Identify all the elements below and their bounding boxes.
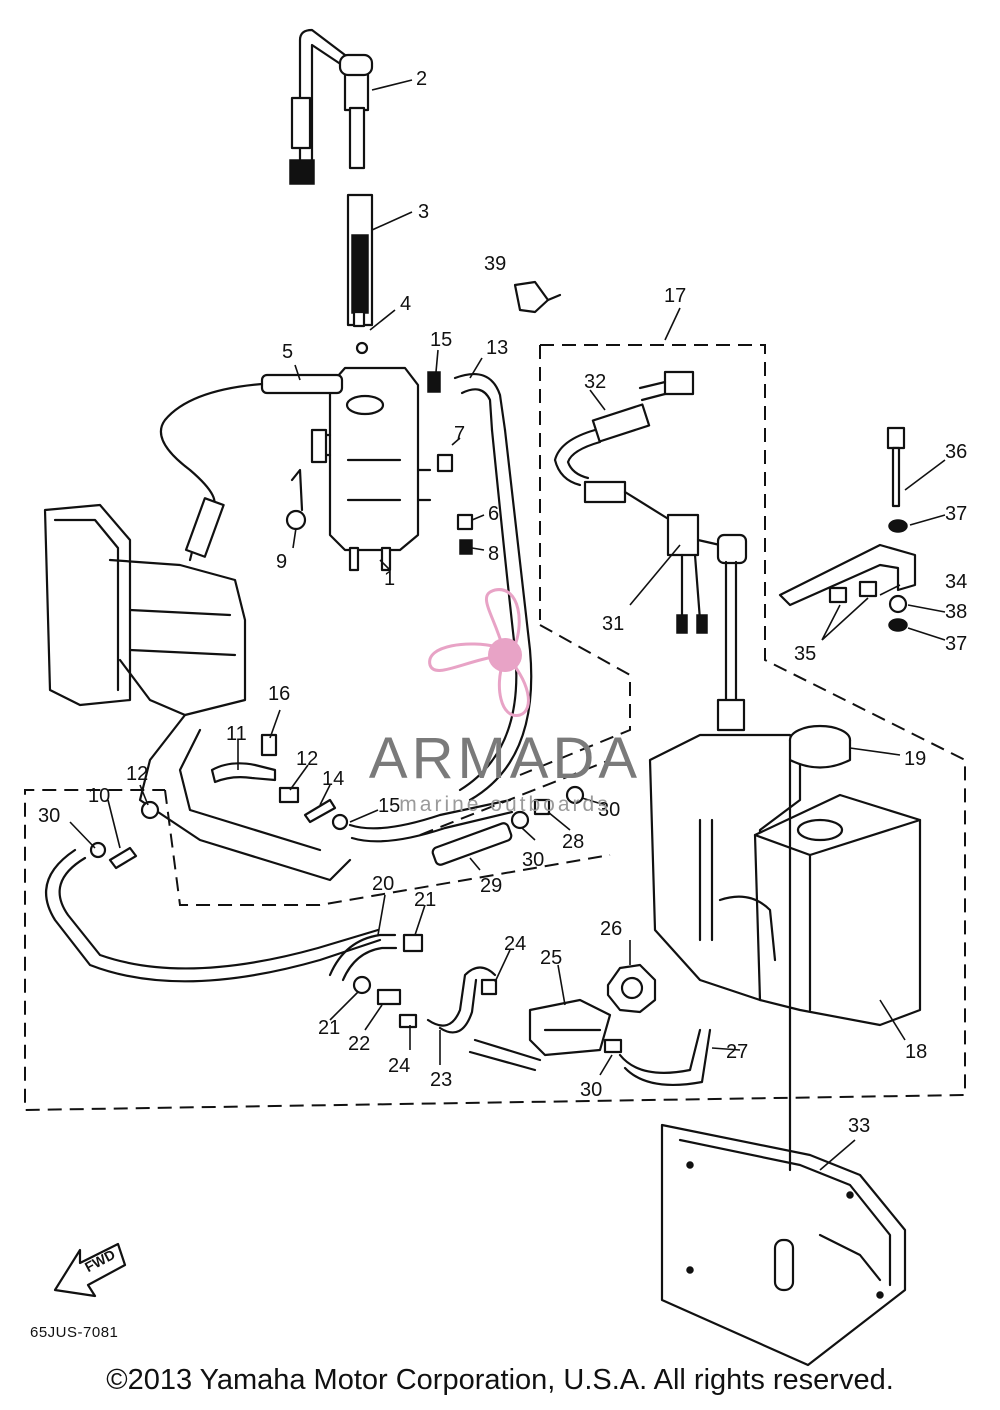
callout: 17 [664,285,686,307]
dashed-group-outlines [24,344,966,1112]
watermark-tagline: marine outboards [399,793,611,816]
callout: 18 [905,1041,927,1063]
callout: 12 [126,763,148,785]
callout: 34 [945,571,967,593]
propeller-icon [428,588,530,717]
callout: 10 [88,785,110,807]
callout: 29 [480,875,502,897]
callout: 1 [384,568,395,590]
callout: 11 [226,723,247,745]
callout: 33 [848,1115,870,1137]
callout: 15 [430,329,452,351]
callout: 30 [522,849,544,871]
callout: 39 [484,253,506,275]
callout: 30 [580,1079,602,1101]
callout: 21 [318,1017,340,1039]
callout: 3 [418,201,429,223]
oil-level-sensor [289,28,374,185]
watermark-logo: ARMADA marine outboards [345,585,665,825]
callout: 8 [488,543,499,565]
fittings-and-clips [89,371,585,870]
callout: 36 [945,441,967,463]
mounting-bracket [660,758,907,1367]
tank-bracket-hardware [778,426,917,632]
callout: 32 [584,371,606,393]
callout: 4 [400,293,411,315]
oil-strainer [346,193,374,328]
callout: 16 [268,683,290,705]
level-gauge-harness [553,370,749,775]
leader-lines [69,79,946,1171]
callout: 27 [726,1041,748,1063]
callout: 37 [945,633,967,655]
main-oil-tank [648,724,922,1027]
drawing-code: 65JUS-7081 [30,1324,119,1341]
callout: 22 [348,1033,370,1055]
callout: 38 [945,601,967,623]
callout-numbers: 1 2 3 4 5 6 7 8 9 10 11 12 12 13 14 15 1… [38,68,967,1137]
pump-assembly [328,933,712,1087]
callout: 20 [372,873,394,895]
callout: 25 [540,947,562,969]
grommet [513,280,562,314]
callout: 12 [296,748,318,770]
callout: 15 [378,795,400,817]
sub-oil-tank [310,341,432,572]
callout: 28 [562,831,584,853]
forward-direction-arrow [53,1242,127,1298]
callout: 23 [430,1069,452,1091]
callout: 30 [38,805,60,827]
callout: 24 [504,933,526,955]
callout: 2 [416,68,427,90]
callout: 14 [322,768,344,790]
callout: 6 [488,503,499,525]
callout: 19 [904,748,926,770]
callout: 9 [276,551,287,573]
callout: 7 [454,423,465,445]
callout: 5 [282,341,293,363]
callout: 35 [794,643,816,665]
cowling-bracket [43,503,352,882]
copyright-notice: ©2013 Yamaha Motor Corporation, U.S.A. A… [106,1364,894,1396]
callout: 30 [598,799,620,821]
watermark-name: ARMADA [368,726,642,791]
callout: 24 [388,1055,410,1077]
callout: 21 [414,889,436,911]
callout: 13 [486,337,508,359]
callout: 26 [600,918,622,940]
callout: 37 [945,503,967,525]
callout: 31 [602,613,624,635]
